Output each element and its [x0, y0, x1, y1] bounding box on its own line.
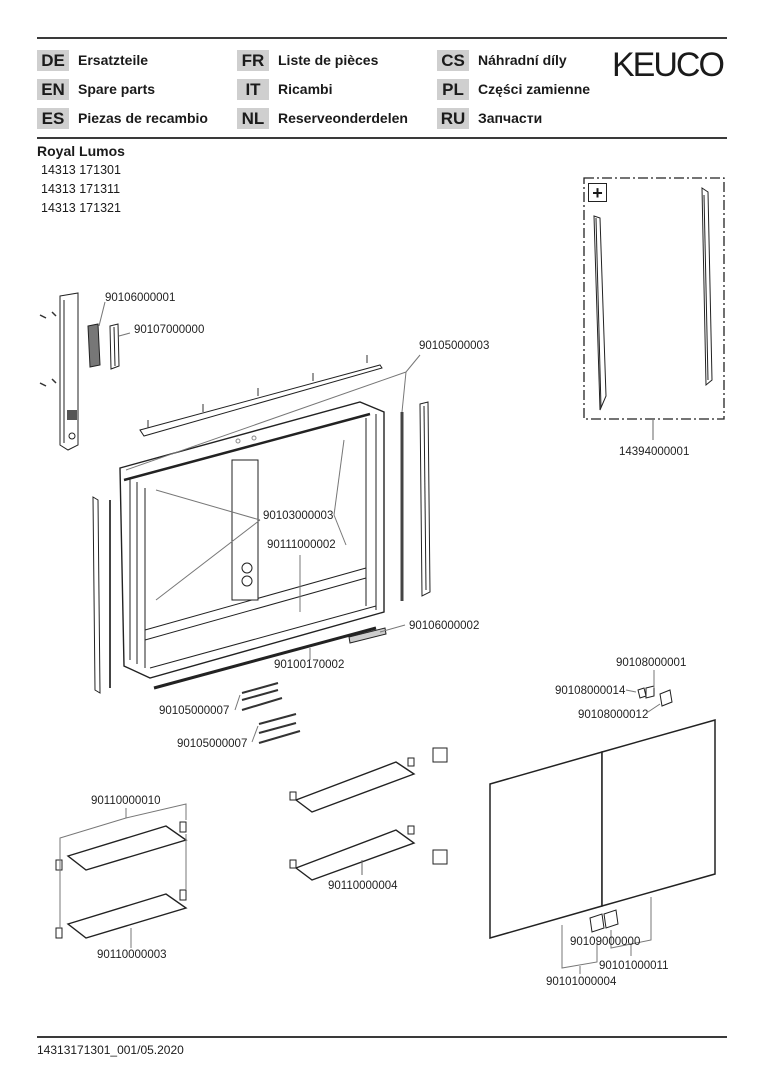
lang-code: CS — [437, 49, 469, 71]
part-label: 90110000003 — [97, 949, 167, 961]
part-label: 90109000000 — [570, 936, 641, 948]
header-bottom-rule — [37, 137, 727, 139]
part-label: 90105000007 — [159, 705, 230, 717]
brand-logo: KEUCO — [612, 46, 725, 84]
lang-code: ES — [37, 107, 69, 129]
lang-en: EN Spare parts — [37, 78, 155, 100]
mirror-door-left — [489, 751, 603, 939]
lang-de: DE Ersatzteile — [37, 49, 148, 71]
lang-label: Piezas de recambio — [78, 110, 208, 126]
part-label: 90101000011 — [599, 960, 669, 972]
lang-code: DE — [37, 49, 69, 71]
lang-it: IT Ricambi — [237, 78, 332, 100]
shelf — [294, 829, 416, 881]
part-label: 90111000002 — [267, 539, 336, 551]
document-id: 14313171301_001/05.2020 — [37, 1043, 184, 1057]
lang-ru: RU Запчасти — [437, 107, 542, 129]
lang-label: Spare parts — [78, 81, 156, 97]
part-label: 90103000003 — [263, 510, 334, 522]
footer-rule — [37, 1036, 727, 1038]
lang-pl: PL Części zamienne — [437, 78, 590, 100]
door-bracket — [589, 913, 605, 933]
plus-icon: + — [588, 183, 607, 202]
part-label: 90105000003 — [419, 340, 490, 352]
part-label: 90106000001 — [105, 292, 176, 304]
lang-cs: CS Náhradní díly — [437, 49, 567, 71]
part-label: 90108000012 — [578, 709, 649, 721]
lang-code: PL — [437, 78, 469, 100]
lang-label: Ricambi — [278, 81, 333, 97]
lang-code: FR — [237, 49, 269, 71]
optional-kit-frame — [583, 177, 725, 420]
part-label: 90105000007 — [177, 738, 248, 750]
hinge-block — [659, 689, 673, 707]
part-label: 90110000010 — [91, 795, 161, 807]
shelf — [294, 761, 416, 813]
lang-code: NL — [237, 107, 269, 129]
top-strip — [139, 364, 383, 437]
product-name: Royal Lumos — [37, 143, 125, 159]
article-number: 14313 171311 — [41, 182, 121, 196]
part-label: 90101000004 — [546, 976, 617, 988]
shelf — [66, 893, 188, 939]
part-label: 90100170002 — [274, 659, 345, 671]
lang-fr: FR Liste de pièces — [237, 49, 378, 71]
lang-label: Liste de pièces — [278, 52, 379, 68]
lang-code: RU — [437, 107, 469, 129]
shelf — [66, 825, 188, 871]
socket — [241, 575, 253, 587]
center-column — [231, 459, 259, 601]
control-module — [87, 323, 101, 368]
lang-code: IT — [237, 78, 269, 100]
part-label: 90106000002 — [409, 620, 480, 632]
lang-code: EN — [37, 78, 69, 100]
lang-label: Náhradní díly — [478, 52, 567, 68]
socket — [241, 562, 253, 574]
lang-nl: NL Reserveonderdelen — [237, 107, 408, 129]
part-label: 90107000000 — [134, 324, 205, 336]
mirror-door-right — [601, 719, 716, 907]
lang-label: Запчасти — [478, 110, 543, 126]
header-top-rule — [37, 37, 727, 39]
lang-label: Części zamienne — [478, 81, 591, 97]
door-bracket — [603, 909, 619, 929]
hinge-clip — [645, 685, 655, 699]
part-label: 90110000004 — [328, 880, 398, 892]
article-number: 14313 171301 — [41, 163, 121, 177]
lang-label: Reserveonderdelen — [278, 110, 408, 126]
plus-symbol: + — [592, 182, 603, 203]
part-label: 90108000014 — [555, 685, 626, 697]
hinge-plate — [637, 687, 647, 699]
side-profile-left — [59, 292, 79, 451]
connector-block — [348, 627, 387, 644]
article-number: 14313 171321 — [41, 201, 121, 215]
side-profile-left-loose — [92, 496, 101, 694]
lang-es: ES Piezas de recambio — [37, 107, 208, 129]
part-label: 90108000001 — [616, 657, 687, 669]
part-label: 14394000001 — [619, 446, 690, 458]
lang-label: Ersatzteile — [78, 52, 149, 68]
